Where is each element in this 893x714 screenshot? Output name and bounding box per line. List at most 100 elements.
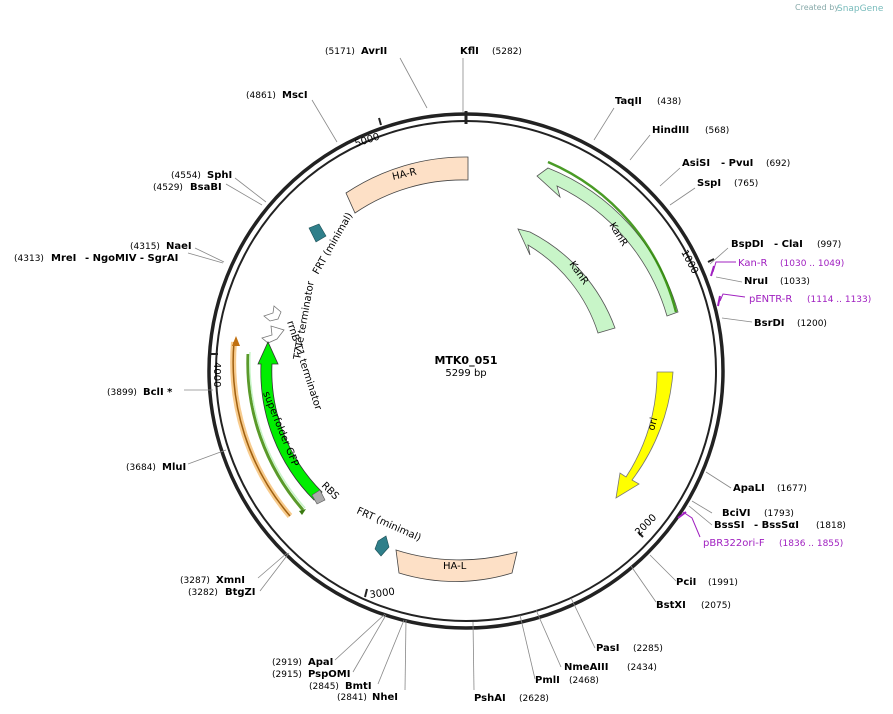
enzyme-bmti-name[interactable]: BmtI — [345, 681, 372, 692]
primer-pbr322ori-f-pos: (1836 .. 1855) — [779, 539, 843, 549]
tick-label-1000: 1000 — [678, 248, 700, 276]
frt-top-label: FRT (minimal) — [311, 211, 355, 277]
enzyme-ngomiv-sgrai-names[interactable]: - NgoMIV - SgrAI — [85, 253, 178, 264]
ori-label: ori — [646, 416, 660, 431]
enzyme-msci-name[interactable]: MscI — [282, 90, 308, 101]
enzyme-pasi-pos: (2285) — [633, 644, 663, 654]
primer-pentr-r-name[interactable]: pENTR-R — [749, 294, 792, 305]
enzyme-bsrdi-name[interactable]: BsrDI — [754, 318, 785, 329]
enzyme-taqii-name[interactable]: TaqII — [615, 96, 642, 107]
t7te-terminator-feature[interactable] — [263, 305, 282, 322]
enzyme-bspdi-name[interactable]: BspDI — [731, 239, 764, 250]
ha-l-label: HA-L — [443, 561, 467, 572]
enzyme-bcli-name[interactable]: BclI * — [143, 387, 173, 398]
sfgfp-feature[interactable] — [257, 341, 323, 501]
enzyme-bmti-pos: (2845) — [309, 682, 339, 692]
frt-bottom-marker[interactable] — [374, 535, 390, 557]
enzyme-naei-pos: (4315) — [130, 242, 160, 252]
enzyme-pvui-name[interactable]: - PvuI — [721, 158, 753, 169]
plasmid-size: 5299 bp — [445, 368, 486, 379]
enzyme-xmni-name[interactable]: XmnI — [216, 575, 245, 586]
tick-3000 — [364, 588, 368, 598]
enzyme-bsssi-pos: (1818) — [816, 521, 846, 531]
enzyme-pcii-pos: (1991) — [708, 578, 738, 588]
sfgfp-label: superfolder GFP — [260, 390, 300, 468]
orange-strand — [232, 341, 291, 517]
kanr-outer-feature[interactable] — [536, 167, 679, 317]
enzyme-clai-name[interactable]: - ClaI — [774, 239, 803, 250]
enzyme-pmli-pos: (2468) — [569, 676, 599, 686]
kanr-inner-feature[interactable] — [517, 228, 616, 334]
enzyme-bsssi-name[interactable]: BssSI — [714, 520, 744, 531]
plasmid-name: MTK0_051 — [434, 354, 497, 367]
enzyme-bcivi-pos: (1793) — [764, 509, 794, 519]
enzyme-nmeaiii-name[interactable]: NmeAIII — [564, 662, 608, 673]
enzyme-naei-name[interactable]: NaeI — [166, 241, 192, 252]
enzyme-bsabi-pos: (4529) — [153, 183, 183, 193]
enzyme-pspomi-name[interactable]: PspOMI — [308, 669, 350, 680]
credit-brand[interactable]: SnapGene — [837, 4, 884, 14]
tick-label-5000: 5000 — [354, 132, 382, 150]
enzyme-leader-lines — [184, 57, 753, 691]
enzyme-bcivi-name[interactable]: BciVI — [722, 508, 750, 519]
rbs-feature[interactable] — [311, 489, 326, 505]
enzyme-sphi-name[interactable]: SphI — [207, 170, 232, 181]
enzyme-bsssai-name[interactable]: - BssSαI — [754, 520, 799, 531]
enzyme-mlui-pos: (3684) — [126, 463, 156, 473]
enzyme-hindiii-name[interactable]: HindIII — [652, 125, 689, 136]
enzyme-pspomi-pos: (2915) — [272, 670, 302, 680]
enzyme-mlui-name[interactable]: MluI — [162, 462, 186, 473]
enzyme-pshai-pos: (2628) — [519, 694, 549, 704]
enzyme-nmeaiii-pos: (2434) — [627, 663, 657, 673]
enzyme-hindiii-pos: (568) — [705, 126, 729, 136]
enzyme-asisi-name[interactable]: AsiSI — [682, 158, 710, 169]
frt-bottom-label: FRT (minimal) — [355, 506, 423, 544]
ha-r-feature[interactable] — [345, 156, 469, 214]
kanr-outer-highlight — [547, 160, 678, 313]
enzyme-avrii-name[interactable]: AvrII — [361, 46, 387, 57]
enzyme-msci-pos: (4861) — [246, 91, 276, 101]
enzyme-taqii-pos: (438) — [657, 97, 681, 107]
enzyme-bsabi-name[interactable]: BsaBI — [190, 182, 222, 193]
tick-5000 — [378, 117, 382, 126]
orange-strand-arrowhead — [232, 336, 240, 346]
enzyme-mrei-pos: (4313) — [14, 254, 44, 264]
enzyme-sspi-name[interactable]: SspI — [697, 178, 721, 189]
enzyme-nrui-name[interactable]: NruI — [744, 276, 768, 287]
rrnb-terminator-feature[interactable] — [261, 325, 285, 344]
enzyme-pasi-name[interactable]: PasI — [596, 643, 619, 654]
enzyme-bstxi-pos: (2075) — [701, 601, 731, 611]
enzyme-bsrdi-pos: (1200) — [797, 319, 827, 329]
enzyme-pcii-name[interactable]: PciI — [676, 577, 696, 588]
ha-r-label: HA-R — [391, 167, 418, 183]
enzyme-apali-name[interactable]: ApaLI — [733, 483, 765, 494]
enzyme-bstxi-name[interactable]: BstXI — [656, 600, 686, 611]
enzyme-kfli-name[interactable]: KflI — [460, 46, 479, 57]
enzyme-bcli-pos: (3899) — [107, 388, 137, 398]
primer-pentr-r-pos: (1114 .. 1133) — [807, 295, 871, 305]
primer-marks — [677, 261, 746, 538]
enzyme-nrui-pos: (1033) — [780, 277, 810, 287]
enzyme-apai-name[interactable]: ApaI — [308, 657, 333, 668]
enzyme-mrei-name[interactable]: MreI — [51, 253, 76, 264]
enzyme-btgzi-name[interactable]: BtgZI — [225, 587, 256, 598]
ori-feature[interactable] — [615, 371, 674, 499]
enzyme-btgzi-pos: (3282) — [188, 588, 218, 598]
ha-l-feature[interactable] — [395, 549, 518, 582]
enzyme-xmni-pos: (3287) — [180, 576, 210, 586]
enzyme-apali-pos: (1677) — [777, 484, 807, 494]
enzyme-pmli-name[interactable]: PmlI — [535, 675, 560, 686]
enzyme-avrii-pos: (5171) — [325, 47, 355, 57]
primer-kan-r-name[interactable]: Kan-R — [738, 258, 767, 269]
green-strand-arrowhead — [299, 509, 306, 515]
enzyme-kfli-pos: (5282) — [492, 47, 522, 57]
enzyme-nhei-name[interactable]: NheI — [372, 692, 398, 703]
enzyme-bspdi-pos: (997) — [817, 240, 841, 250]
green-strand-highlight — [249, 351, 306, 509]
enzyme-sphi-pos: (4554) — [171, 171, 201, 181]
enzyme-pshai-name[interactable]: PshAI — [474, 693, 506, 704]
frt-top-marker[interactable] — [308, 223, 327, 243]
primer-pbr322ori-f-name[interactable]: pBR322ori-F — [703, 538, 765, 549]
enzyme-apai-pos: (2919) — [272, 658, 302, 668]
